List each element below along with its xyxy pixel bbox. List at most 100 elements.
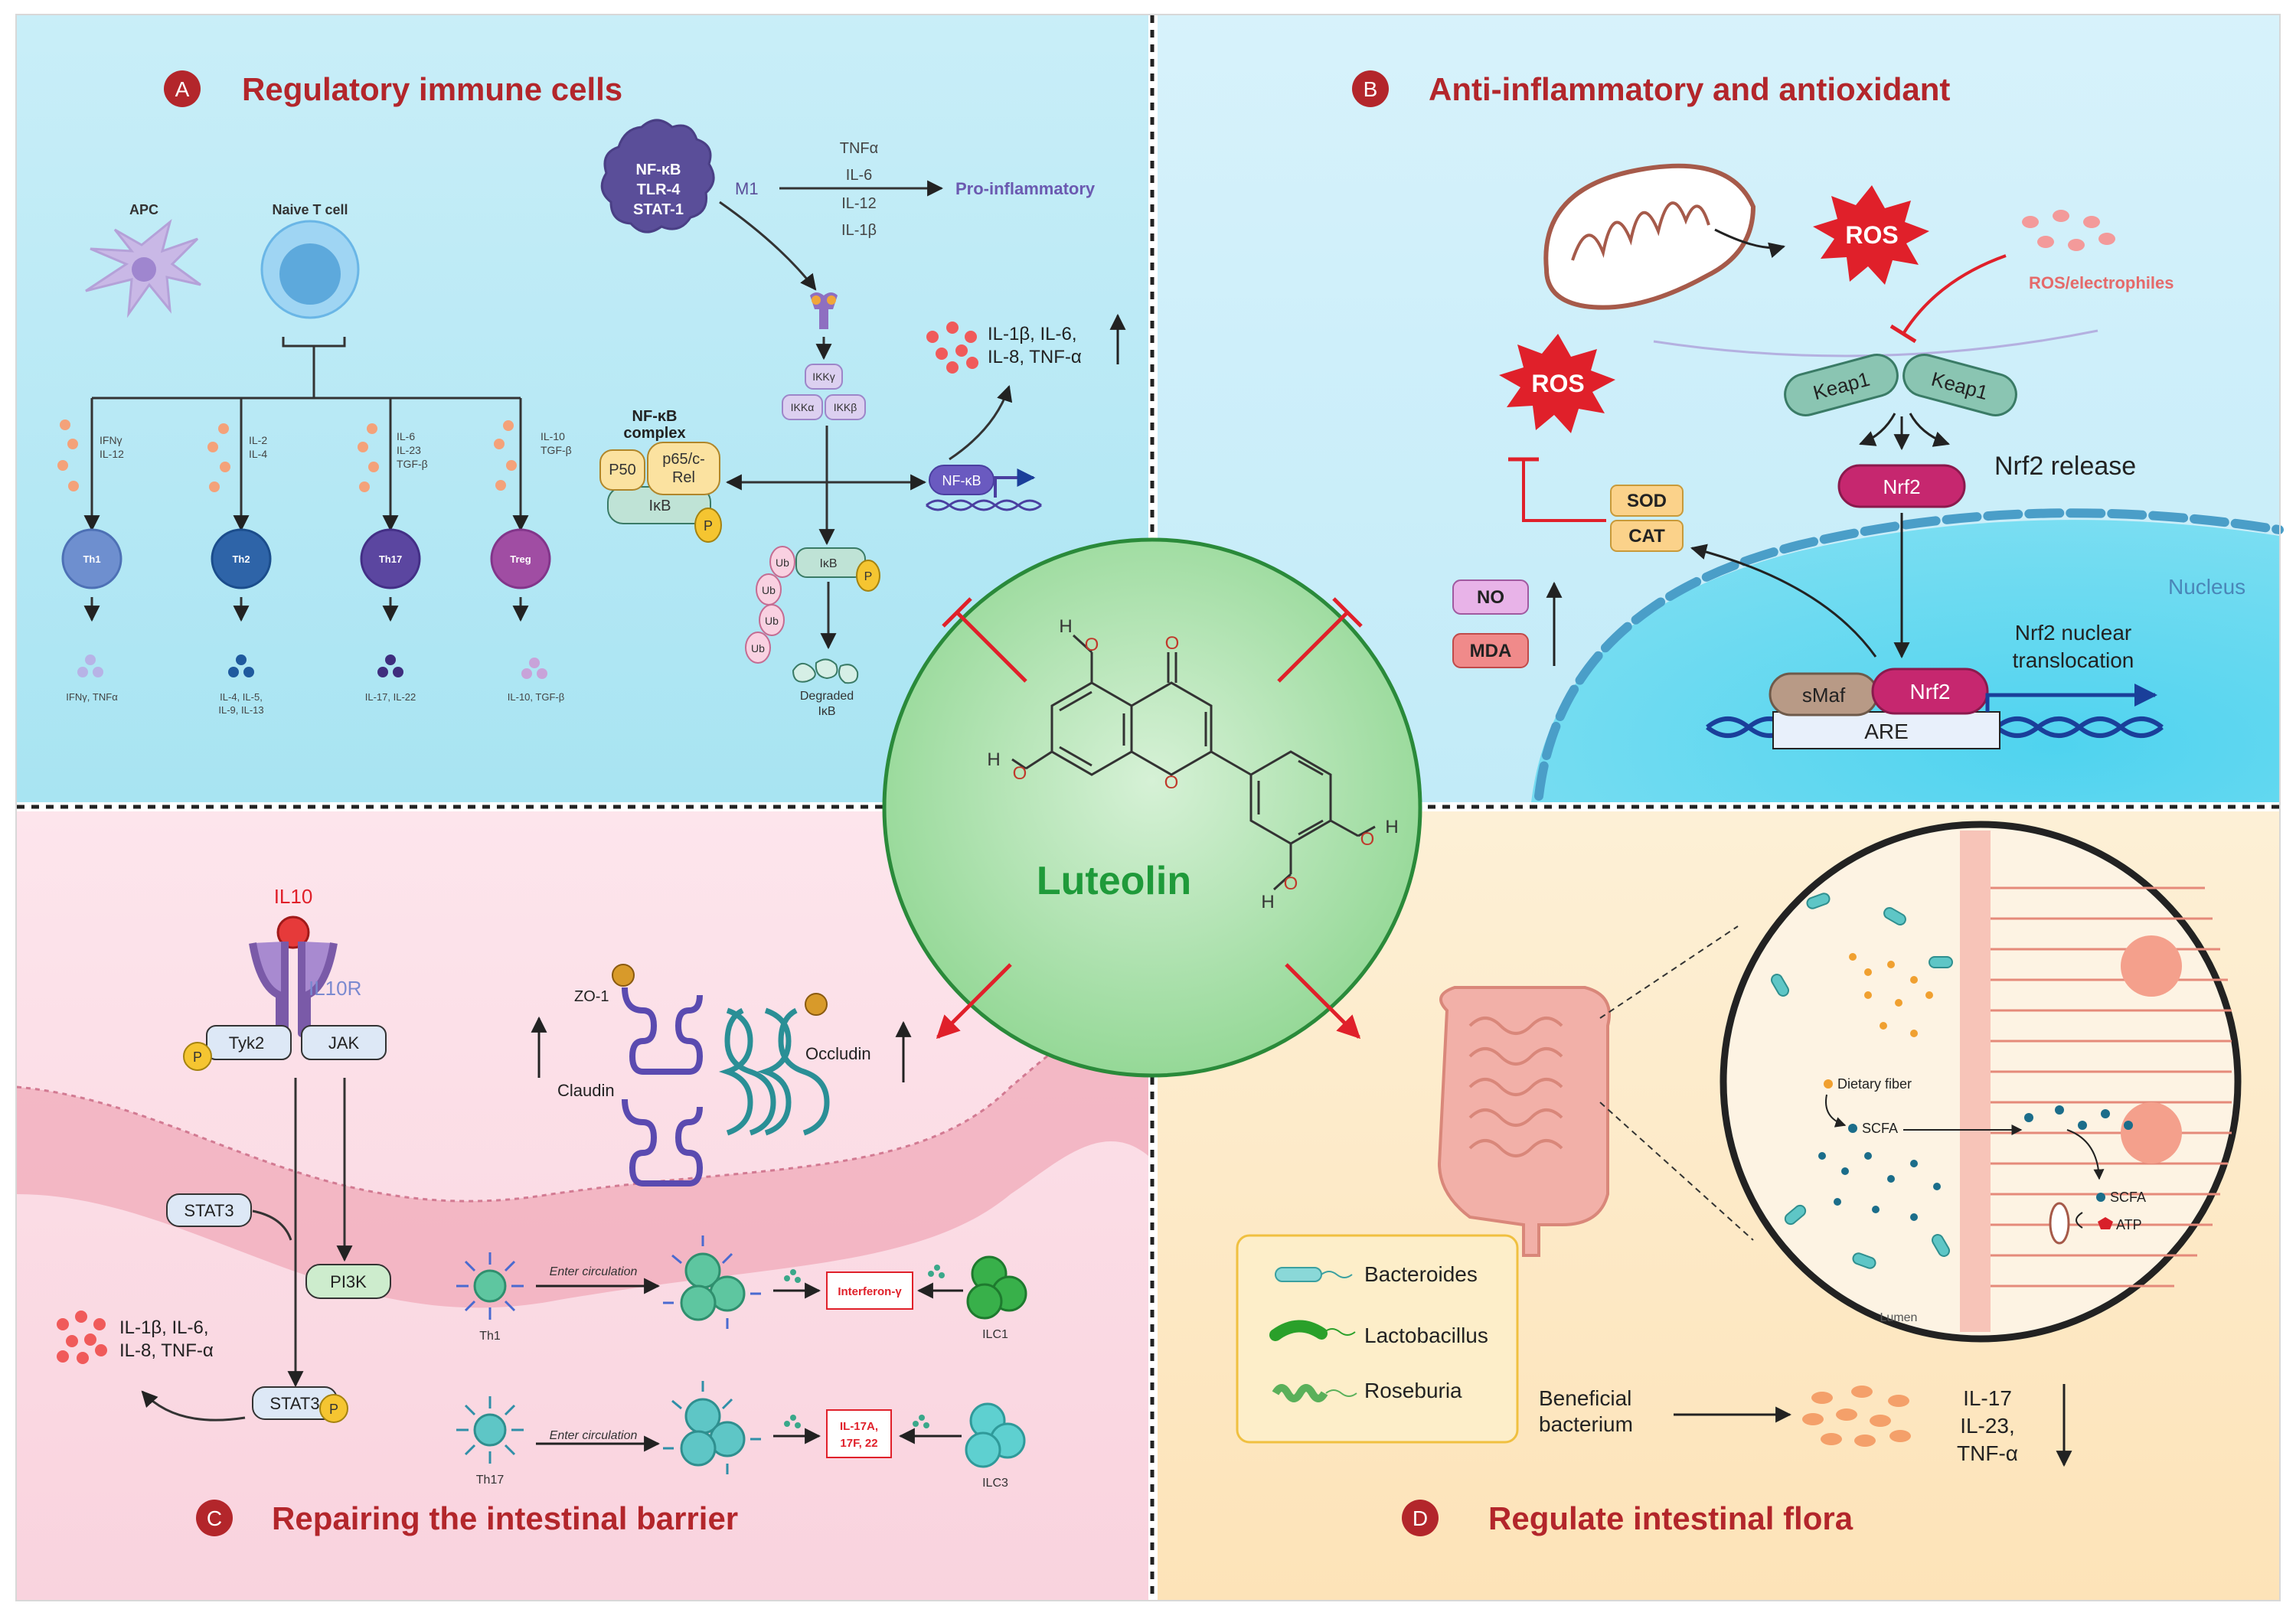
svg-text:P: P [193,1049,202,1065]
ilc3-cluster [965,1402,1026,1468]
naive-t-cell-nucleus [279,243,341,305]
c-output-dots [57,1311,107,1364]
nrf2-cytoplasm [1837,464,1966,508]
treg-cell-label: Treg [510,553,531,565]
panel-a-title: Regulatory immune cells [242,71,622,107]
claudin-label: Claudin [557,1081,615,1100]
are-label: ARE [1864,720,1909,743]
ilc1-label: ILC1 [982,1328,1008,1341]
p50-label: P50 [609,462,636,478]
th1-output-1: IFNγ, TNFα [66,691,118,703]
branch-th1: IFNγ IL-12 Th1 IFNγ, TNFα [57,419,124,703]
svg-text:O: O [1165,633,1180,654]
cat-label: CAT [1628,526,1665,547]
th1-c-label: Th1 [479,1330,501,1343]
a-output-2: IL-8, TNF-α [988,347,1082,367]
th2-input-1: IL-2 [249,434,267,446]
apc-nucleus [132,257,156,282]
ikk-gamma: IKKγ [812,370,835,383]
pi3k-box [305,1264,391,1299]
luteolin-center: H O O H O O O H O H Luteolin [882,537,1422,1078]
branch-th2: IL-2 IL-4 Th2 IL-4, IL-5, IL-9, IL-13 [207,423,272,716]
luteolin-label: Luteolin [1037,859,1191,903]
th17-cell-c [473,1413,507,1447]
th1-enter-label: Enter circulation [550,1265,638,1278]
phospho-a-label: P [704,518,713,534]
il10-ligand [276,916,310,949]
tlr4-receptor [810,292,838,329]
svg-text:O: O [1013,763,1027,784]
treg-cell [490,528,551,589]
panel-a: A Regulatory immune cells APC Naive T ce… [57,70,1126,718]
m1-label: M1 [735,179,759,198]
nrf2-cytoplasm-label: Nrf2 [1883,475,1920,498]
scfa-cell-label: SCFA [2110,1190,2146,1205]
panel-a-badge [164,70,201,107]
branch-treg: IL-10 TGF-β Treg IL-10, TGF-β [490,420,572,703]
ros-top-label: ROS [1845,221,1898,249]
ros-burst-top [1813,185,1929,285]
villi [1991,886,2232,1288]
svg-text:O: O [1360,829,1375,850]
ikk-complex: IKKγ IKKα IKKβ [782,364,866,420]
cytokine-2: IL-6 [846,167,872,184]
electrophiles-label: ROS/electrophiles [2029,273,2174,292]
svg-text:Ub: Ub [765,615,779,627]
il10-label: IL10 [274,885,313,908]
naive-t-cell-label: Naive T cell [272,202,348,217]
th1-cell-label: Th1 [83,553,100,565]
stat3-to-output-arrow [141,1390,246,1422]
th17-output-1: IL-17, IL-22 [365,691,416,703]
dna-a [926,499,1042,511]
ikb-label: IκB [649,498,671,514]
svg-text:H: H [987,749,1000,770]
ilc1-cluster [966,1255,1027,1320]
panel-c-badge [196,1500,233,1536]
mda-label: MDA [1470,641,1512,661]
complex-title-1: NF-κB [632,408,678,425]
beneficial-label-2: bacterium [1539,1412,1633,1436]
th1-row: Th1 Enter circulation Interferon-γ ILC1 [456,1235,1027,1343]
degraded-label-1: Degraded [800,690,854,703]
jak-label: JAK [328,1033,360,1053]
treg-output-1: IL-10, TGF-β [508,691,564,703]
occludin-label: Occludin [805,1044,871,1063]
p65-block [647,442,720,495]
panel-d-badge [1402,1500,1439,1536]
svg-text:H: H [1261,892,1274,912]
zo1-dot [612,964,635,987]
no-box [1452,579,1529,615]
ilc3-label: ILC3 [982,1477,1008,1490]
atp-label: ATP [2116,1217,2142,1232]
ros-burst-left [1499,334,1615,433]
scfa-dots-cell [2024,1105,2133,1130]
apc-label: APC [129,202,158,217]
scfa-lumen-label: SCFA [1862,1121,1898,1136]
th17-enter-label: Enter circulation [550,1429,638,1442]
cytokine-4: IL-1β [841,222,877,239]
p65-label-1: p65/c- [662,451,705,468]
svg-text:O: O [1284,873,1298,894]
cytokine-1: TNFα [840,140,878,157]
sod-inhibit-ros [1522,459,1606,522]
output-dots [926,322,978,374]
intestine-illustration [1437,986,1611,1257]
legend-roseburia-label: Roseburia [1364,1379,1462,1402]
nuclear-envelope [1534,508,2284,801]
svg-text:Ub: Ub [776,557,789,569]
m1-line-3: STAT-1 [633,201,684,218]
branch-th17: IL-6 IL-23 TGF-β Th17 IL-17, IL-22 [358,423,428,703]
il17-box [826,1409,892,1458]
intestinal-epithelium [17,1020,1148,1308]
scfa-dots-lumen [1818,1152,1941,1221]
mda-box [1452,633,1529,668]
degraded-ikb [792,658,859,684]
enterocyte-nucleus-1 [2121,935,2182,997]
panel-b-badge-letter: B [1364,77,1378,101]
th17-cluster [663,1381,761,1474]
nrf2-nucleus-label: Nrf2 [1910,680,1951,703]
pro-inflammatory-label: Pro-inflammatory [955,179,1096,198]
th1-cluster [663,1235,761,1329]
stat3-box-top [166,1193,252,1227]
c-output-1: IL-1β, IL-6, [119,1317,209,1338]
